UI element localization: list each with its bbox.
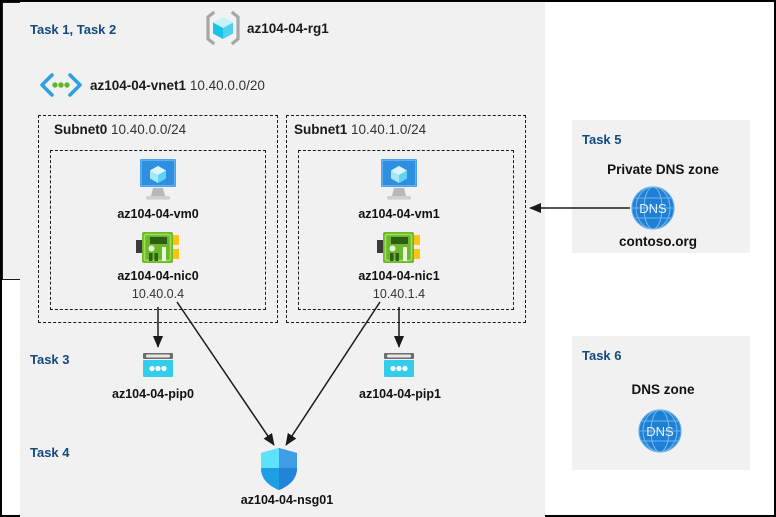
vm-1-label: az104-04-vm1 xyxy=(358,207,440,221)
task-label-6: Task 6 xyxy=(582,348,622,363)
network-interface-icon xyxy=(136,230,180,266)
dns-zone-icon: DNS xyxy=(637,408,683,454)
svg-text:DNS: DNS xyxy=(639,201,667,216)
private-dns-zone-name: contoso.org xyxy=(619,234,697,249)
vm-0-label: az104-04-vm0 xyxy=(117,207,199,221)
nsg-label: az104-04-nsg01 xyxy=(240,493,334,507)
resource-group-icon xyxy=(204,9,242,47)
network-security-group-icon xyxy=(259,447,299,491)
subnet-1-title: Subnet1 10.40.1.0/24 xyxy=(294,122,427,137)
network-interface-icon xyxy=(377,230,421,266)
task-label-5: Task 5 xyxy=(582,132,622,147)
svg-text:DNS: DNS xyxy=(646,424,674,439)
pip-1-label: az104-04-pip1 xyxy=(359,387,441,401)
dns-zone-icon: DNS xyxy=(630,185,676,231)
task-label-4: Task 4 xyxy=(30,445,70,460)
task5-panel xyxy=(572,120,750,253)
task3-panel xyxy=(20,340,545,415)
subnet-0-title: Subnet0 10.40.0.0/24 xyxy=(54,122,187,137)
virtual-machine-icon xyxy=(373,157,425,203)
nic-0-ip: 10.40.0.4 xyxy=(131,287,185,301)
virtual-network-icon xyxy=(38,72,84,98)
public-ip-address-icon xyxy=(140,351,176,381)
pip-0-label: az104-04-pip0 xyxy=(112,387,194,401)
dns-zone-heading: DNS zone xyxy=(631,382,695,397)
nic-1-ip: 10.40.1.4 xyxy=(372,287,426,301)
virtual-network-name: az104-04-vnet1 10.40.0.0/20 xyxy=(90,78,265,93)
public-ip-address-icon xyxy=(381,351,417,381)
virtual-machine-icon xyxy=(132,157,184,203)
nic-0-label: az104-04-nic0 xyxy=(117,269,199,283)
private-dns-zone-heading: Private DNS zone xyxy=(607,162,719,177)
task-label-1-2: Task 1, Task 2 xyxy=(30,22,117,37)
resource-group-name: az104-04-rg1 xyxy=(247,21,329,36)
nic-1-label: az104-04-nic1 xyxy=(358,269,440,283)
task-label-3: Task 3 xyxy=(30,352,70,367)
